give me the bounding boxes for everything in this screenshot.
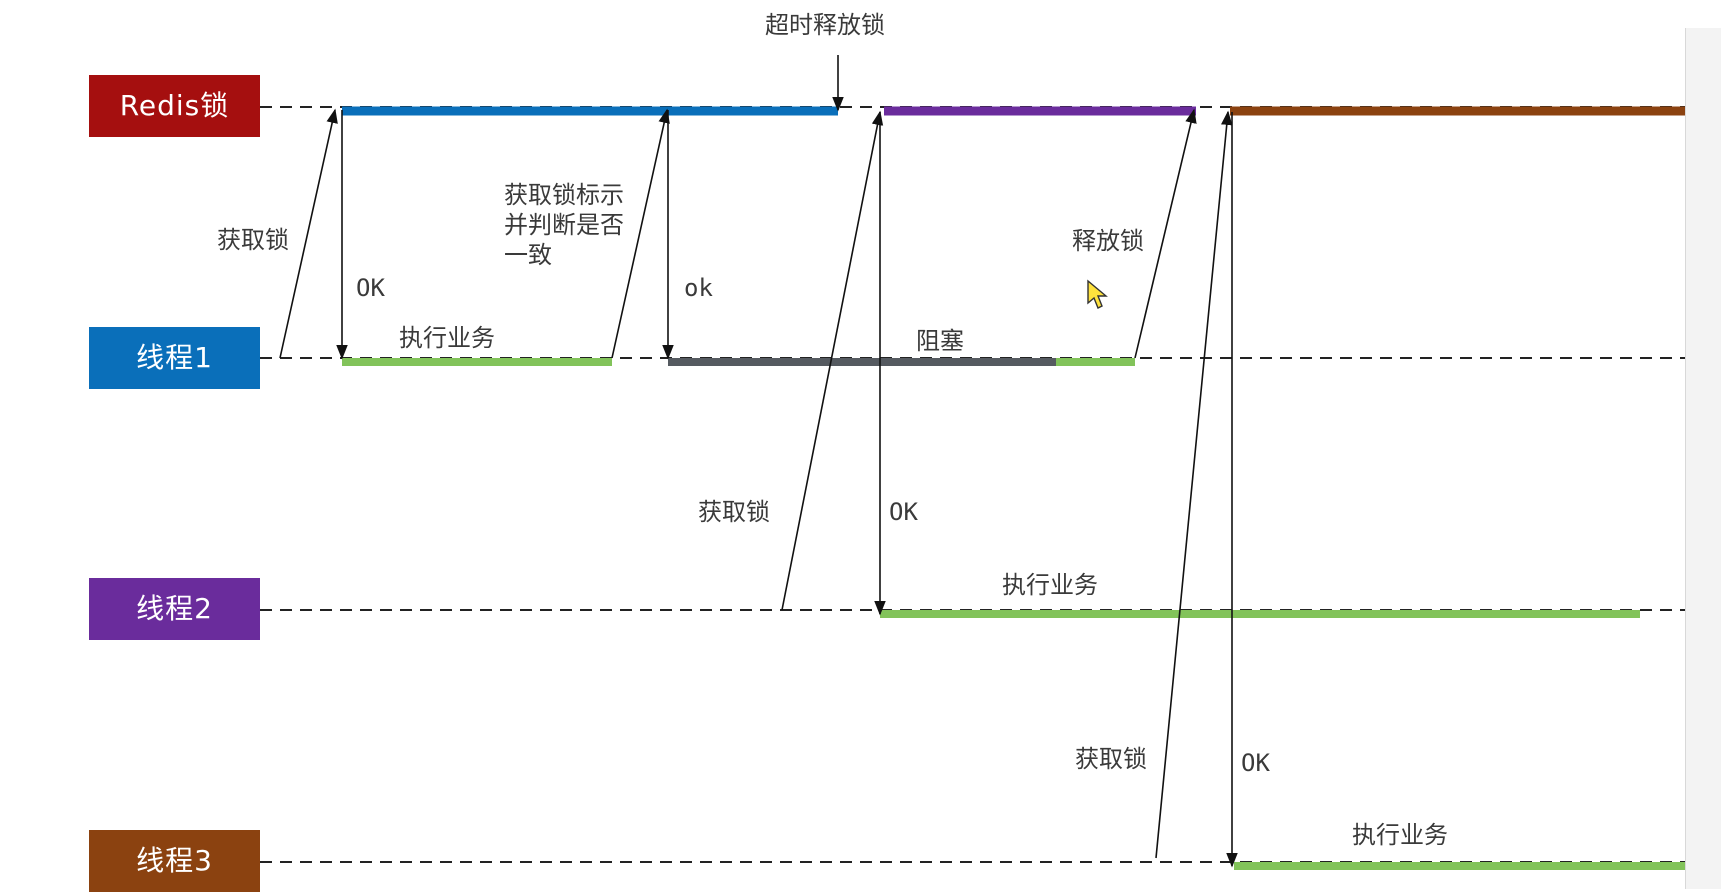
t1-execute-label: 执行业务 <box>399 324 495 352</box>
t3-execute-label: 执行业务 <box>1352 821 1448 849</box>
t2-acquire-label: 获取锁 <box>698 498 770 526</box>
t1-ok-label: OK <box>356 274 385 302</box>
t1-acquire-label: 获取锁 <box>217 226 289 254</box>
t3-acquire-arrow <box>1155 110 1233 859</box>
t1-check-label: 获取锁标示 并判断是否 一致 <box>504 181 624 269</box>
t1-release-arrow <box>1134 108 1197 359</box>
thread1-label: 线程1 <box>89 327 260 389</box>
t2-acquire-arrow <box>781 110 884 611</box>
t1-check-ok-label: ok <box>684 274 713 302</box>
t1-check-arrow <box>611 108 670 359</box>
side-panel-edge <box>1685 28 1721 889</box>
t1-blocked-label: 阻塞 <box>916 327 964 355</box>
t1-acquire-arrow <box>279 108 338 359</box>
redis-lock-label: Redis锁 <box>89 75 260 137</box>
mouse-pointer-icon <box>1087 279 1108 309</box>
t3-acquire-label: 获取锁 <box>1075 745 1147 773</box>
timeout-release-label: 超时释放锁 <box>765 11 885 39</box>
t2-ok-label: OK <box>889 498 918 526</box>
thread2-label: 线程2 <box>89 578 260 640</box>
t1-release-label: 释放锁 <box>1072 227 1144 255</box>
t3-ok-label: OK <box>1241 749 1270 777</box>
thread3-label: 线程3 <box>89 830 260 892</box>
t2-execute-label: 执行业务 <box>1002 571 1098 599</box>
